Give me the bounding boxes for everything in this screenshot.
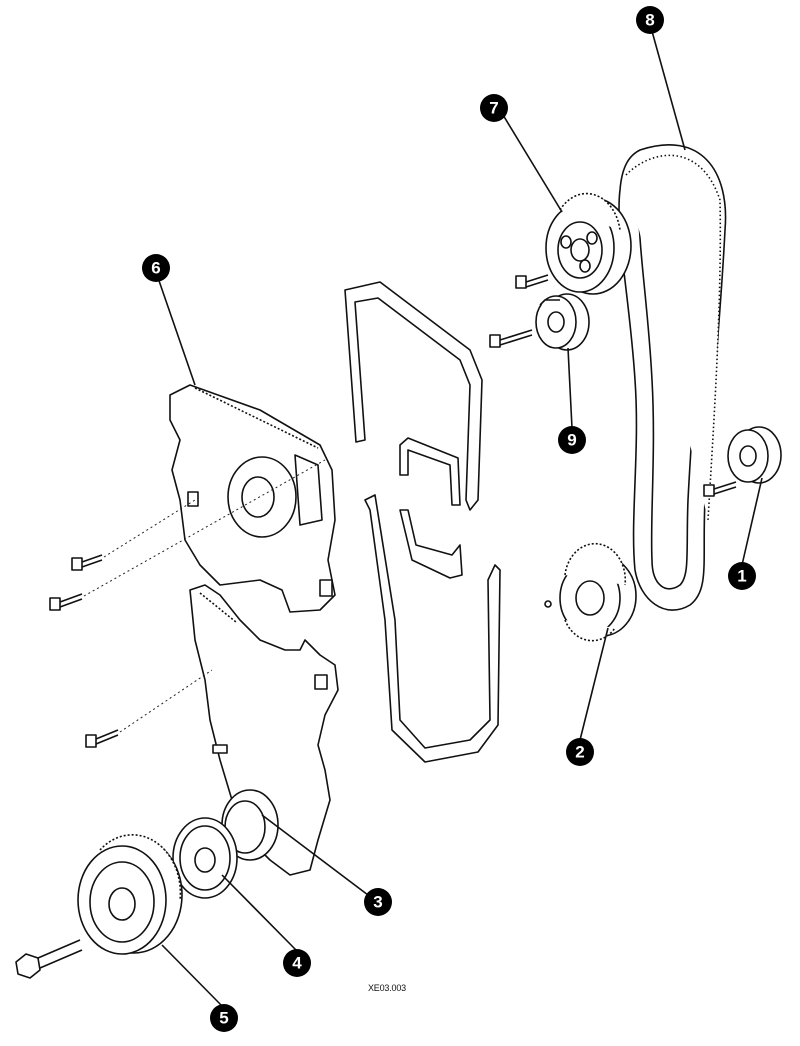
upper-cover-bolt-2 <box>49 593 83 611</box>
idler-pulley <box>727 426 782 484</box>
callout-2: 2 <box>566 738 594 766</box>
crankshaft-pulley <box>77 834 183 955</box>
camshaft-sprocket <box>545 192 632 295</box>
callout-2-label: 2 <box>575 743 584 762</box>
cover-gasket-strips <box>344 281 501 763</box>
lower-cover-bolt <box>85 729 119 748</box>
callout-5-label: 5 <box>219 1009 228 1028</box>
callout-6: 6 <box>142 254 170 282</box>
callout-3-label: 3 <box>373 893 382 912</box>
crankshaft-pulley-bolt <box>15 939 83 979</box>
tensioner-pulley <box>535 293 590 351</box>
figure-reference-code: XE03.003 <box>368 983 406 993</box>
callout-5: 5 <box>210 1004 238 1032</box>
callout-8-label: 8 <box>645 11 654 30</box>
callout-7: 7 <box>480 94 508 122</box>
callout-9-label: 9 <box>567 431 576 450</box>
camshaft-bolt <box>515 274 549 289</box>
crankshaft-sprocket <box>544 542 637 642</box>
callout-1-label: 1 <box>737 567 746 586</box>
callout-7-label: 7 <box>489 99 498 118</box>
upper-timing-cover <box>169 384 336 613</box>
tensioner-bolt <box>489 329 533 348</box>
callout-leader-lines <box>155 23 763 1009</box>
callout-4-label: 4 <box>292 954 302 973</box>
timing-belt <box>618 144 727 611</box>
callout-8: 8 <box>636 6 664 34</box>
lower-timing-cover <box>189 584 339 876</box>
callout-6-label: 6 <box>151 259 160 278</box>
callout-9: 9 <box>558 426 586 454</box>
callout-4: 4 <box>283 949 311 977</box>
upper-cover-bolt-1 <box>71 554 103 571</box>
crankshaft-washer <box>172 817 238 899</box>
idler-bolt <box>703 481 737 497</box>
callout-3: 3 <box>364 888 392 916</box>
callout-1: 1 <box>728 562 756 590</box>
